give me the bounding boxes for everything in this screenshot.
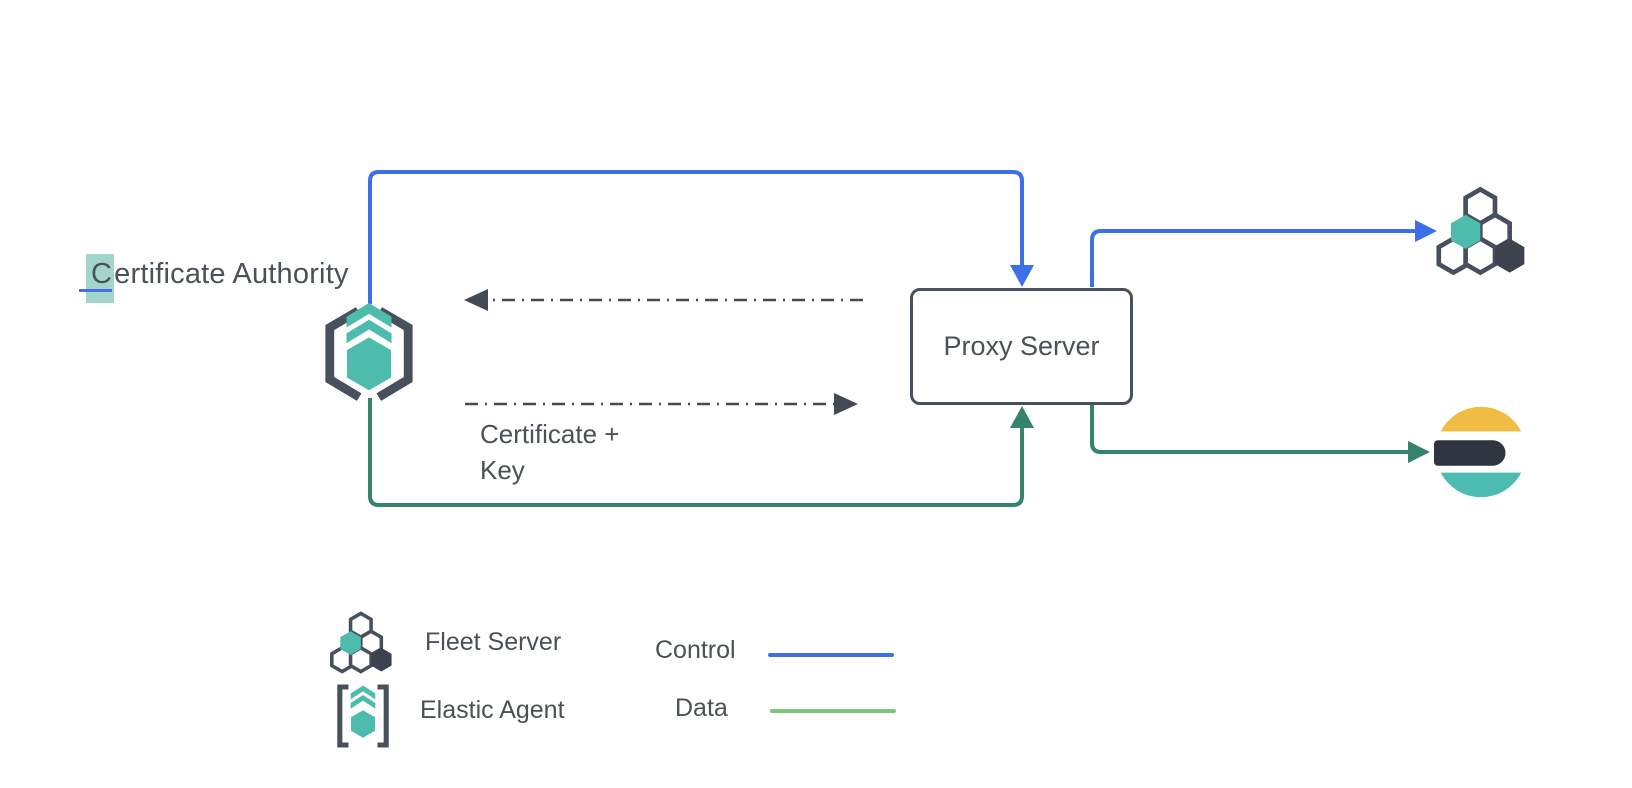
legend-fleet-server-label: Fleet Server [425,628,562,656]
dashed-arrow-agent-to-proxy [465,393,858,415]
arrowhead-right-icon [834,393,858,415]
legend-data-label: Data [675,694,728,722]
elastic-agent-legend-icon [337,684,389,748]
legend-control-label: Control [655,636,736,664]
certificate-key-label: Certificate + Key [480,416,619,488]
elastic-agent-icon [325,303,413,401]
arrowhead-up-icon [1010,406,1034,428]
control-line-agent-to-proxy [368,170,1034,304]
arrowhead-down-icon [1010,265,1034,287]
certificate-key-line2: Key [480,455,525,485]
data-line-proxy-to-elasticsearch [1090,405,1430,463]
arrowhead-left-icon [464,289,488,311]
fleet-server-icon [1436,186,1525,276]
elasticsearch-icon [1433,406,1522,498]
dashed-arrow-proxy-to-agent [464,289,863,311]
certificate-key-line1: Certificate + [480,419,620,449]
certificate-authority-label-rest: ertificate Authority [114,258,349,290]
fleet-server-legend-icon [330,611,392,674]
highlighted-letter: C [78,254,115,303]
legend-elastic-agent-label: Elastic Agent [420,696,565,724]
legend-data-line-sample [770,709,896,713]
proxy-server-box: Proxy Server [910,288,1133,405]
control-line-proxy-to-fleet [1090,220,1437,287]
data-line-agent-to-proxy [368,398,1034,507]
legend-control-line-sample [768,653,894,657]
arrowhead-right-icon [1415,220,1437,242]
proxy-server-label: Proxy Server [943,331,1100,361]
arrowhead-right-icon [1408,441,1430,463]
certificate-authority-label: Certificate Authority [78,254,349,303]
